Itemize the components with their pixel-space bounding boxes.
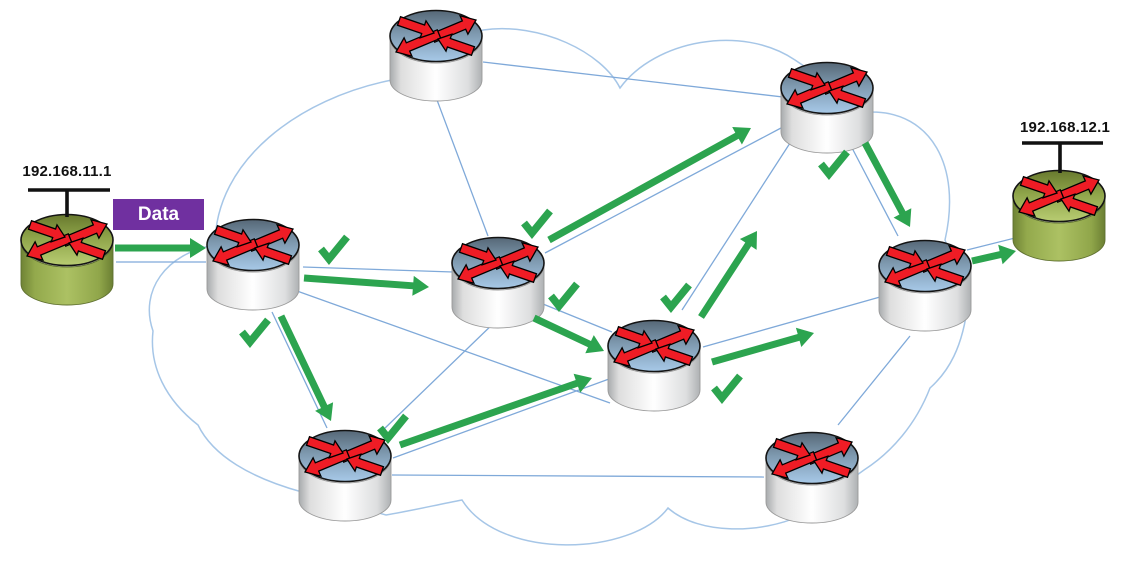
data-flow-arrow [547, 127, 751, 244]
checkmark-icon [818, 149, 850, 180]
router-crossed-arrows-icon [212, 237, 259, 267]
router-bottom-left[interactable] [298, 429, 392, 522]
data-flow-arrow [398, 373, 592, 449]
router-crossed-arrows-icon [884, 258, 931, 288]
router-crossed-arrows-icon [925, 263, 965, 287]
router-crossed-arrows-icon [885, 245, 925, 269]
router-crossed-arrows-icon [827, 85, 867, 109]
router-crossed-arrows-icon [1018, 188, 1065, 218]
network-link [482, 61, 801, 100]
data-flow-arrow [698, 231, 757, 319]
network-link [382, 319, 498, 431]
router-crossed-arrows-icon [458, 242, 498, 266]
network-link [392, 378, 610, 459]
router-body [20, 241, 114, 306]
router-body [607, 347, 701, 412]
network-link [702, 296, 881, 348]
checkmark-icon [239, 317, 271, 348]
checkmark-icon [660, 282, 692, 313]
router-crossed-arrows-icon [457, 255, 504, 285]
checkmark-icon [377, 413, 409, 444]
router-right[interactable] [878, 239, 972, 332]
checkmark-icon [318, 234, 350, 265]
router-crossed-arrows-icon [786, 80, 833, 110]
router-crossed-arrows-icon [771, 450, 818, 480]
checkmark-icon [711, 373, 743, 404]
router-body [1012, 197, 1106, 262]
network-link [681, 139, 793, 311]
router-dest[interactable] [1012, 169, 1106, 262]
data-packet-label: Data [113, 199, 204, 230]
router-crossed-arrows-icon [812, 455, 852, 479]
data-flow-arrow [861, 141, 912, 227]
router-crossed-arrows-icon [395, 28, 442, 58]
router-crossed-arrows-icon [27, 219, 67, 243]
data-flow-arrow [303, 274, 429, 296]
router-crossed-arrows-icon [772, 437, 812, 461]
checkmark-icon [548, 281, 580, 312]
router-top[interactable] [389, 9, 483, 102]
router-body [765, 459, 859, 524]
network-link [436, 99, 489, 237]
router-crossed-arrows-icon [253, 242, 293, 266]
router-crossed-arrows-icon [1019, 175, 1059, 199]
dest-ip-label: 192.168.12.1 [1020, 119, 1110, 136]
router-bottom-right[interactable] [765, 431, 859, 524]
network-link [542, 303, 613, 333]
router-crossed-arrows-icon [345, 453, 385, 477]
router-crossed-arrows-icon [67, 237, 107, 261]
network-link [302, 266, 454, 273]
data-flow-arrow [971, 244, 1016, 265]
network-link [544, 127, 782, 254]
router-crossed-arrows-icon [1059, 193, 1099, 217]
data-flow-arrow [711, 327, 814, 366]
network-link [296, 290, 611, 404]
router-crossed-arrows-icon [654, 343, 694, 367]
router-center[interactable] [607, 319, 701, 412]
network-link [837, 335, 911, 426]
network-cloud [148, 28, 969, 546]
router-crossed-arrows-icon [304, 448, 351, 478]
data-flow-arrow [115, 238, 206, 258]
router-crossed-arrows-icon [787, 67, 827, 91]
router-top-right[interactable] [780, 61, 874, 154]
source-ip-label: 192.168.11.1 [22, 163, 112, 180]
router-body [298, 457, 392, 522]
checkmark-icon [521, 208, 553, 239]
data-flow-arrow [532, 314, 604, 354]
router-crossed-arrows-icon [613, 338, 660, 368]
router-source[interactable] [20, 213, 114, 306]
network-link [850, 145, 899, 237]
router-crossed-arrows-icon [396, 15, 436, 39]
router-body [878, 267, 972, 332]
network-link [391, 474, 765, 478]
router-crossed-arrows-icon [436, 33, 476, 57]
router-crossed-arrows-icon [26, 232, 73, 262]
router-crossed-arrows-icon [614, 325, 654, 349]
router-b[interactable] [451, 236, 545, 329]
data-flow-arrow [277, 314, 334, 421]
router-crossed-arrows-icon [213, 224, 253, 248]
router-body [389, 37, 483, 102]
router-crossed-arrows-icon [498, 260, 538, 284]
router-crossed-arrows-icon [305, 435, 345, 459]
router-a[interactable] [206, 218, 300, 311]
network-link [271, 311, 328, 429]
router-body [780, 89, 874, 154]
router-body [451, 264, 545, 329]
router-body [206, 246, 300, 311]
